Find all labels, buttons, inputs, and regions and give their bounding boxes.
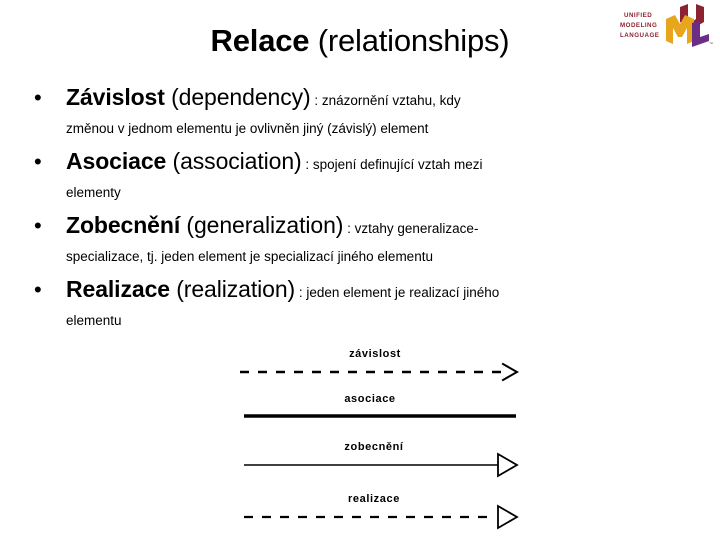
- bullet-line-primary: • Realizace (realization) : jeden element…: [34, 274, 702, 308]
- slide-title: Relace (relationships): [0, 22, 720, 60]
- uml-logo-letter-m: [666, 15, 694, 44]
- bullet-desc-head: : jeden element je realizací jiného: [298, 285, 500, 300]
- uml-logo-letter-l: [692, 20, 709, 47]
- list-item: • Závislost (dependency) : znázornění vzt…: [34, 82, 702, 139]
- uml-logo-graphic: UNIFIED MODELING LANGUAGE ™: [620, 4, 713, 47]
- hollow-triangle-icon: [497, 504, 519, 530]
- bullet-desc-rest: specializace, tj. jeden element je speci…: [66, 249, 433, 264]
- notation-label-zavislost: závislost: [349, 348, 401, 360]
- uml-logo-line1: UNIFIED: [624, 12, 652, 19]
- bullet-term-cs: Asociace: [66, 148, 167, 174]
- bullet-term-en: (dependency): [171, 84, 311, 110]
- uml-notation-diagram: závislost asociace zobecnění realizace: [222, 340, 542, 530]
- bullet-desc-rest: elementy: [66, 185, 121, 200]
- bullet-marker-icon: •: [34, 85, 42, 110]
- bullet-desc-head: : spojení definující vztah mezi: [305, 157, 483, 172]
- bullet-term-en: (realization): [176, 276, 296, 302]
- bullet-term-cs: Realizace: [66, 276, 170, 302]
- uml-logo-line2: MODELING: [620, 22, 657, 29]
- bullet-desc-head: : vztahy generalizace-: [347, 221, 479, 236]
- uml-logo: UNIFIED MODELING LANGUAGE ™: [618, 3, 714, 49]
- bullet-list: • Závislost (dependency) : znázornění vzt…: [34, 82, 702, 338]
- list-item: • Asociace (association) : spojení definu…: [34, 146, 702, 203]
- notation-label-asociace: asociace: [344, 393, 395, 405]
- bullet-term-en: (generalization): [186, 212, 344, 238]
- title-regular-part: (relationships): [317, 23, 510, 58]
- open-arrow-icon: [501, 362, 520, 382]
- bullet-desc-head: : znázornění vztahu, kdy: [314, 93, 461, 108]
- bullet-line-primary: • Asociace (association) : spojení definu…: [34, 146, 702, 180]
- uml-logo-trademark: ™: [709, 41, 713, 46]
- title-bold-part: Relace: [210, 23, 310, 58]
- bullet-term-cs: Závislost: [66, 84, 165, 110]
- bullet-marker-icon: •: [34, 277, 42, 302]
- bullet-desc-rest: změnou v jednom elementu je ovlivněn jin…: [66, 121, 429, 136]
- notation-label-zobecneni: zobecnění: [344, 441, 404, 453]
- bullet-marker-icon: •: [34, 149, 42, 174]
- uml-logo-line3: LANGUAGE: [620, 32, 659, 39]
- notation-label-realizace: realizace: [348, 493, 400, 505]
- bullet-term-en: (association): [172, 148, 302, 174]
- hollow-triangle-icon: [497, 452, 519, 478]
- bullet-desc-rest: elementu: [66, 313, 122, 328]
- bullet-line-primary: • Zobecnění (generalization) : vztahy gen…: [34, 210, 702, 244]
- bullet-term-cs: Zobecnění: [66, 212, 181, 238]
- notation-graphic: závislost asociace zobecnění realizace: [240, 348, 520, 530]
- list-item: • Zobecnění (generalization) : vztahy gen…: [34, 210, 702, 267]
- bullet-marker-icon: •: [34, 213, 42, 238]
- list-item: • Realizace (realization) : jeden element…: [34, 274, 702, 331]
- bullet-line-primary: • Závislost (dependency) : znázornění vzt…: [34, 82, 702, 116]
